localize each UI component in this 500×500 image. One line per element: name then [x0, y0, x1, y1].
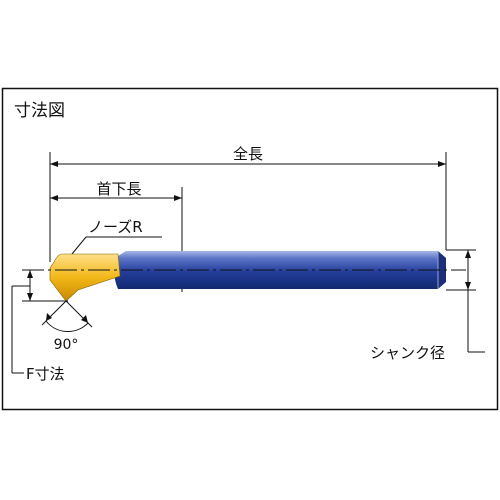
under-neck-length-label: 首下長: [96, 180, 141, 198]
angle-indicator: [41, 300, 93, 333]
shank-diameter-label: シャンク径: [370, 344, 445, 362]
overall-length-label: 全長: [233, 145, 263, 163]
angle-label: 90°: [54, 337, 79, 353]
shank-chamfer: [438, 251, 446, 289]
f-dimension-label: F寸法: [26, 365, 65, 383]
nose-radius-leader: [71, 236, 162, 255]
carbide-tip: [49, 253, 121, 302]
nose-radius-label: ノーズR: [88, 218, 143, 236]
diagram-title: 寸法図: [14, 101, 65, 121]
overall-length-dimension: [49, 152, 447, 262]
shank-diameter-dimension: [446, 249, 485, 353]
diagram-frame: [1, 87, 499, 411]
f-dimension: [11, 270, 68, 374]
